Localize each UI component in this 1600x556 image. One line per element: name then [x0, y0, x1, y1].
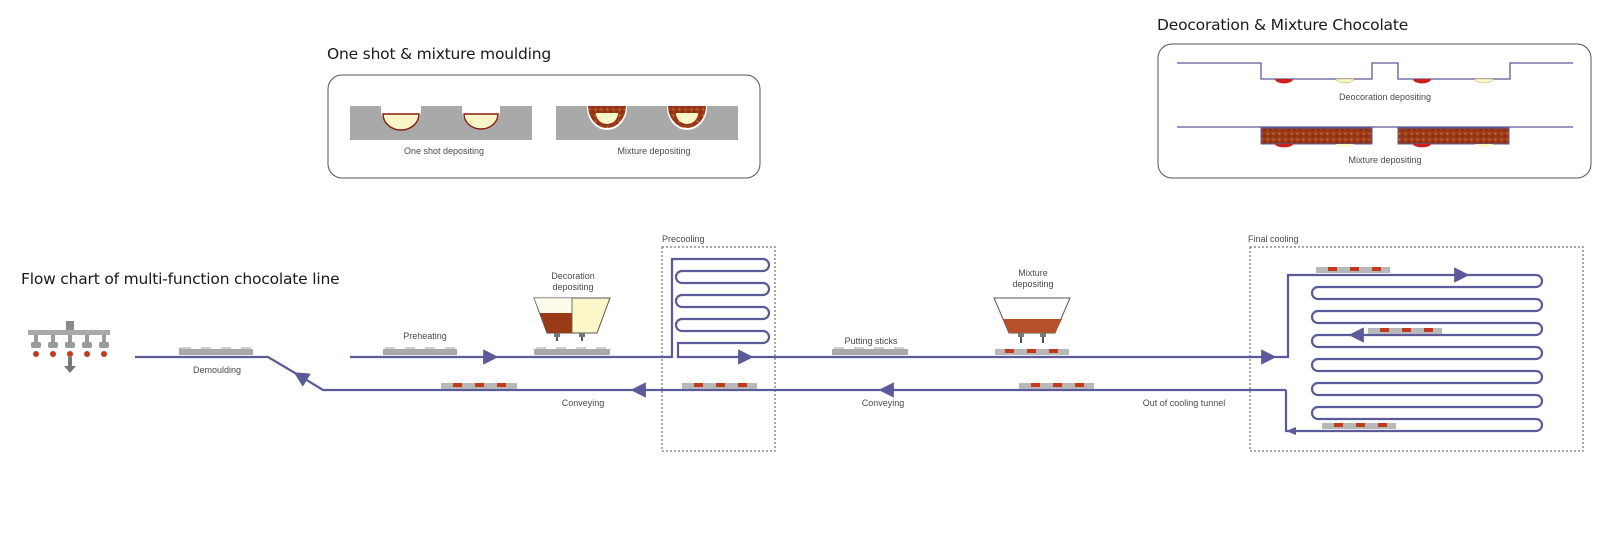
preheating-label: Preheating: [403, 331, 447, 341]
decoration-heading: Deocoration & Mixture Chocolate: [1157, 16, 1409, 34]
final-cooling-exit: [1284, 390, 1310, 433]
mixture-mould: [556, 106, 738, 140]
one-shot-mould: [350, 106, 532, 140]
mixture-depositing-label-flow-2: depositing: [1012, 279, 1053, 289]
exit-arrow-icon: [1286, 427, 1296, 435]
final-cooling-label: Final cooling: [1248, 234, 1299, 244]
precooling-label: Precooling: [662, 234, 705, 244]
conveying-label-right: Conveying: [862, 398, 905, 408]
moulds: [179, 267, 1442, 429]
decoration-depositing-label: Deocoration depositing: [1339, 92, 1431, 102]
demoulding-line: [135, 355, 296, 374]
final-cooling-entry: [1275, 267, 1470, 359]
out-of-cooling-tunnel-label: Out of cooling tunnel: [1143, 398, 1226, 408]
mixture-depositing-label-top: Mixture depositing: [617, 146, 690, 156]
mixture-depositing-label-flow-1: Mixture: [1018, 268, 1048, 278]
mixture-hopper: [993, 297, 1071, 343]
conveying-label-left: Conveying: [562, 398, 605, 408]
flow-chart-heading: Flow chart of multi-function chocolate l…: [21, 270, 340, 288]
final-cooling-serpentine-bottom: [1310, 333, 1544, 433]
demoulding-label: Demoulding: [193, 365, 241, 375]
precooling-serpentine: [497, 257, 771, 365]
precooling-box: [661, 246, 776, 452]
conveyor-lines: [135, 257, 1544, 433]
return-arrow-left: [293, 372, 632, 392]
final-cooling-serpentine-top: [1310, 273, 1544, 343]
one-shot-depositing-label: One shot depositing: [404, 146, 484, 156]
demoulding-machine: [28, 321, 110, 373]
one-shot-heading: One shot & mixture moulding: [327, 45, 551, 63]
putting-sticks-label: Putting sticks: [844, 336, 898, 346]
final-cooling-box: [1249, 246, 1584, 452]
decoration-hopper: [533, 297, 611, 341]
decoration-depositing-label-flow-1: Decoration: [551, 271, 595, 281]
decoration-depositing-label-flow-2: depositing: [552, 282, 593, 292]
one-shot-panel: One shot depositing Mixture depositing: [327, 74, 761, 179]
mixture-depositing-label-right: Mixture depositing: [1348, 155, 1421, 165]
decoration-panel: Deocoration depositing Mixture depositin…: [1157, 43, 1592, 179]
